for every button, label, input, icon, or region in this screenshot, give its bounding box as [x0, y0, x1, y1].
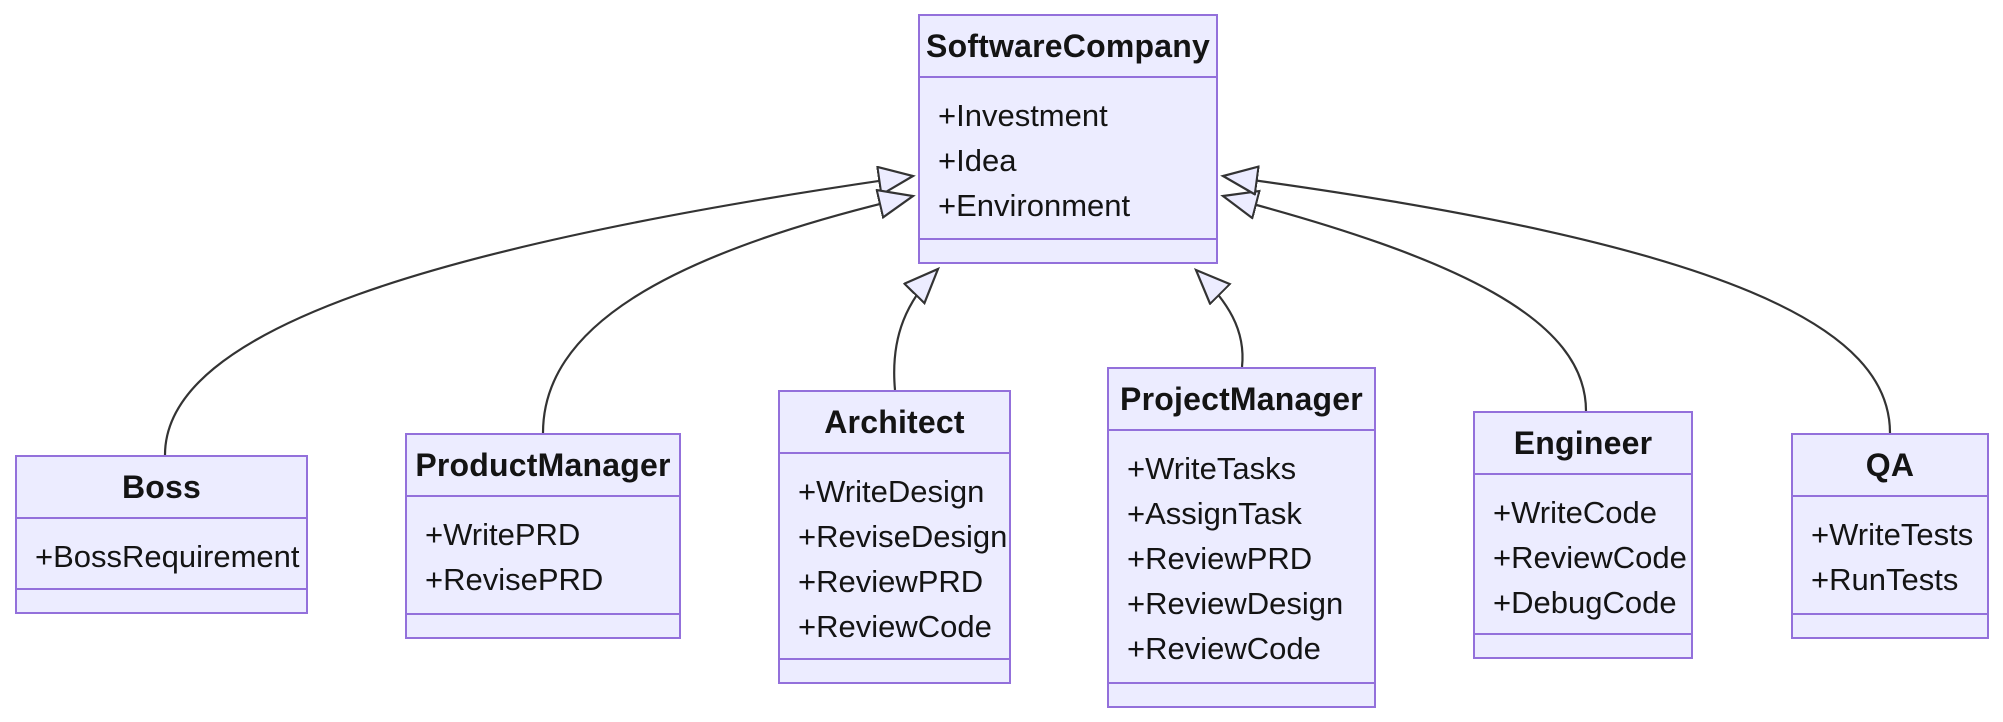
class-name: QA — [1793, 435, 1987, 497]
attribute: +Environment — [938, 188, 1131, 223]
edge-engineer-inheritance — [1223, 196, 1588, 412]
attribute: +AssignTask — [1127, 496, 1302, 531]
edge-boss-inheritance — [163, 176, 913, 456]
class-attributes: +WritePRD +RevisePRD — [407, 497, 679, 613]
class-attributes: +WriteDesign +ReviseDesign +ReviewPRD +R… — [780, 454, 1009, 658]
class-box-qa: QA +WriteTests +RunTests — [1791, 433, 1989, 639]
attribute: +DebugCode — [1493, 585, 1677, 620]
attribute: +RevisePRD — [425, 562, 604, 597]
class-name: ProjectManager — [1109, 369, 1374, 431]
attribute: +WriteTasks — [1127, 451, 1297, 486]
edge-architect-inheritance — [893, 269, 938, 391]
attribute: +Idea — [938, 143, 1017, 178]
class-attributes: +WriteCode +ReviewCode +DebugCode — [1475, 475, 1691, 633]
attribute: +ReviewCode — [1127, 631, 1321, 666]
class-methods-empty — [1109, 682, 1374, 706]
edge-projectmanager-inheritance — [1196, 270, 1244, 368]
attribute: +Investment — [938, 98, 1108, 133]
class-box-engineer: Engineer +WriteCode +ReviewCode +DebugCo… — [1473, 411, 1693, 659]
class-attributes: +BossRequirement — [17, 519, 306, 588]
attribute: +WritePRD — [425, 517, 581, 552]
class-name: Architect — [780, 392, 1009, 454]
class-methods-empty — [1793, 613, 1987, 637]
class-methods-empty — [407, 613, 679, 637]
class-box-projectmanager: ProjectManager +WriteTasks +AssignTask +… — [1107, 367, 1376, 708]
attribute: +ReviewCode — [798, 609, 992, 644]
class-attributes: +WriteTests +RunTests — [1793, 497, 1987, 613]
attribute: +ReviewPRD — [1127, 541, 1313, 576]
class-name: SoftwareCompany — [920, 16, 1216, 78]
class-attributes: +Investment +Idea +Environment — [920, 78, 1216, 238]
class-box-architect: Architect +WriteDesign +ReviseDesign +Re… — [778, 390, 1011, 684]
attribute: +RunTests — [1811, 562, 1959, 597]
attribute: +ReviewPRD — [798, 564, 984, 599]
edge-productmanager-inheritance — [541, 196, 913, 434]
class-methods-empty — [17, 588, 306, 612]
attribute: +ReviseDesign — [798, 519, 1008, 554]
class-attributes: +WriteTasks +AssignTask +ReviewPRD +Revi… — [1109, 431, 1374, 682]
attribute: +ReviewDesign — [1127, 586, 1344, 621]
class-name: Engineer — [1475, 413, 1691, 475]
class-name: ProductManager — [407, 435, 679, 497]
attribute: +WriteDesign — [798, 474, 985, 509]
class-box-productmanager: ProductManager +WritePRD +RevisePRD — [405, 433, 681, 639]
attribute: +BossRequirement — [35, 539, 300, 574]
class-methods-empty — [920, 238, 1216, 262]
class-box-boss: Boss +BossRequirement — [15, 455, 308, 614]
class-methods-empty — [780, 658, 1009, 682]
edge-qa-inheritance — [1223, 176, 1892, 434]
attribute: +WriteCode — [1493, 495, 1657, 530]
attribute: +ReviewCode — [1493, 540, 1687, 575]
class-methods-empty — [1475, 633, 1691, 657]
attribute: +WriteTests — [1811, 517, 1974, 552]
class-box-softwarecompany: SoftwareCompany +Investment +Idea +Envir… — [918, 14, 1218, 264]
class-name: Boss — [17, 457, 306, 519]
